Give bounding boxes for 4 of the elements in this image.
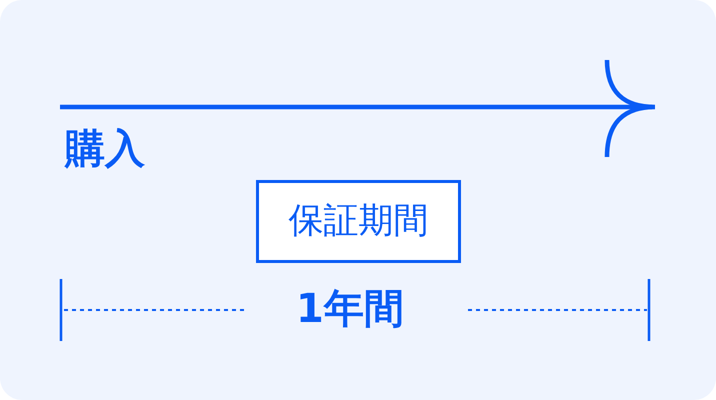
duration-label: 1年間 — [296, 287, 404, 331]
timeline-start-label: 購入 — [65, 127, 145, 171]
box-label: 保証期間 — [288, 202, 428, 241]
period-box — [256, 180, 461, 263]
